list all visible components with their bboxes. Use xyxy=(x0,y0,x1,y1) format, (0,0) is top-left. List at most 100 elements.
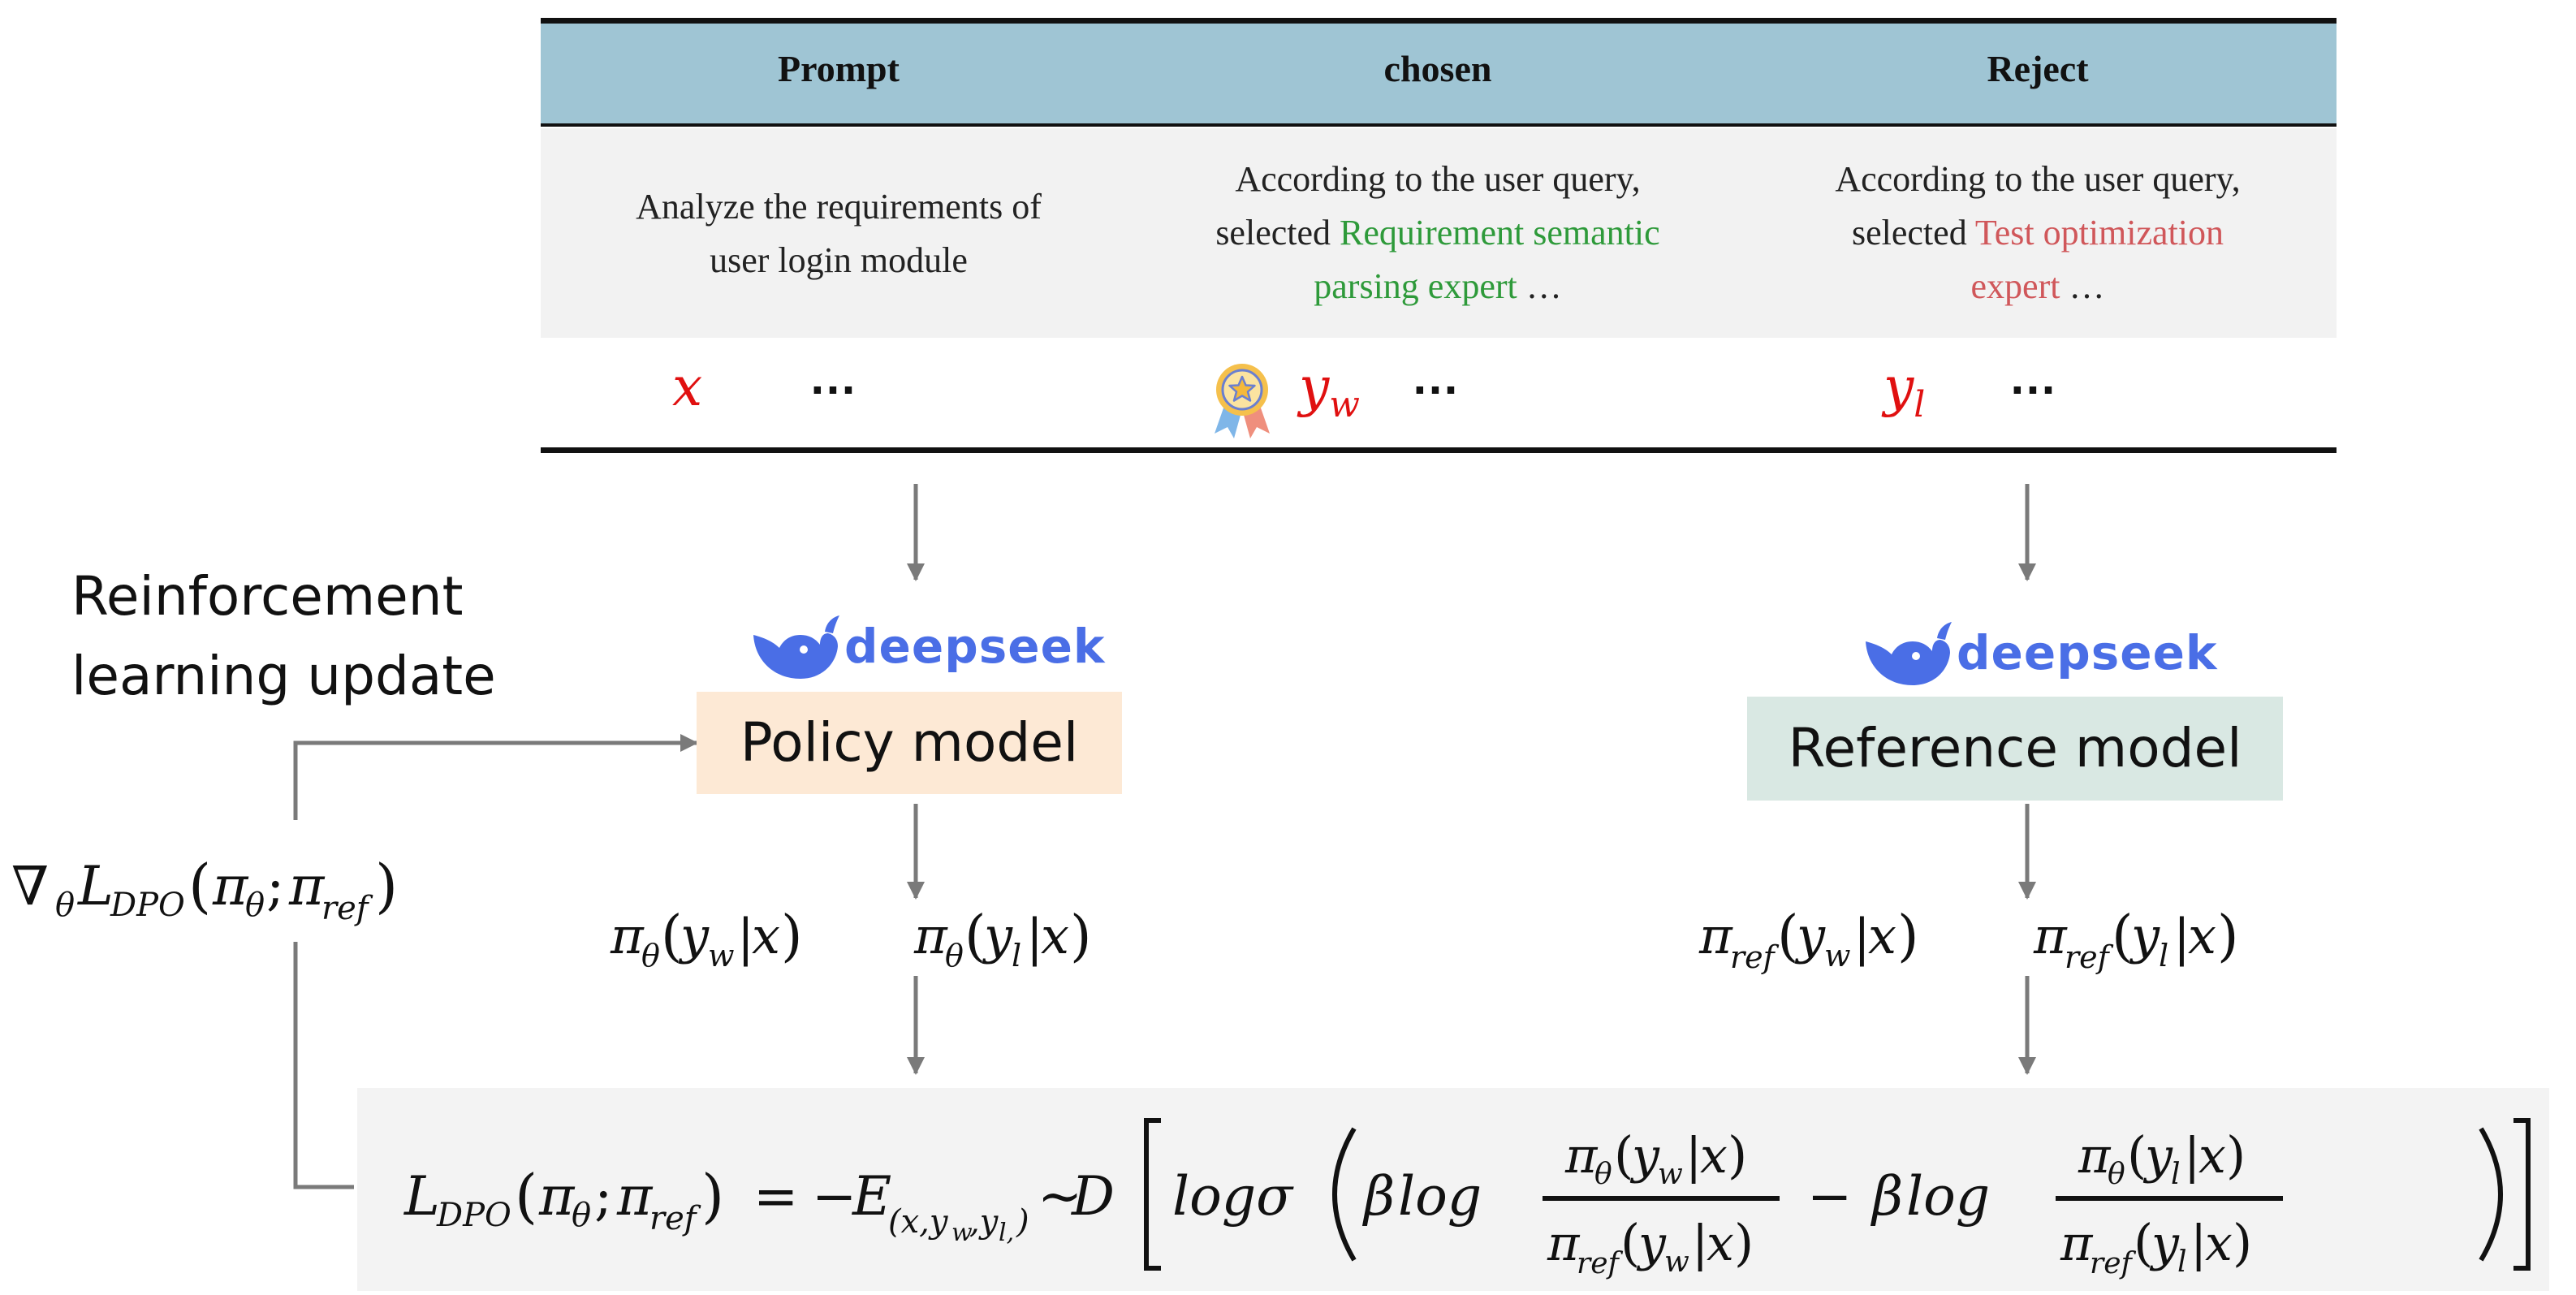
svg-text:ref: ref xyxy=(2090,1247,2137,1280)
svg-text:w: w xyxy=(1664,1245,1689,1279)
deepseek-whale-icon xyxy=(1866,622,1952,685)
svg-text:(: ( xyxy=(2134,1213,2153,1272)
svg-text:DPO: DPO xyxy=(110,887,185,924)
svg-text:x: x xyxy=(1707,1215,1734,1272)
svg-text:): ) xyxy=(1016,1203,1029,1241)
svg-text:y: y xyxy=(678,906,710,965)
reject-prefix: selected xyxy=(1852,213,1975,253)
svg-text:x: x xyxy=(1700,1128,1728,1185)
svg-text:θ: θ xyxy=(1594,1158,1612,1191)
table-top-rule xyxy=(541,18,2337,24)
svg-text:(: ( xyxy=(964,904,986,969)
reject-line-1: According to the user query, xyxy=(1835,159,2241,199)
prompt-cell: Analyze the requirements of user login m… xyxy=(554,180,1123,287)
svg-text:θ: θ xyxy=(245,887,265,924)
svg-text:y: y xyxy=(2129,906,2160,965)
svg-text:π: π xyxy=(1564,1128,1599,1185)
svg-text:x: x xyxy=(2188,906,2216,965)
svg-text:|: | xyxy=(2184,1128,2200,1185)
svg-text:=: = xyxy=(753,1165,798,1228)
svg-text:β: β xyxy=(1361,1165,1395,1228)
svg-text:ref: ref xyxy=(1730,939,1780,975)
reference-model-box: Reference model xyxy=(1747,697,2283,801)
svg-text:π: π xyxy=(1547,1215,1581,1272)
svg-text:log: log xyxy=(1906,1165,1990,1228)
svg-text:π: π xyxy=(2078,1128,2112,1185)
svg-text:): ) xyxy=(2226,1125,2246,1185)
svg-text:,y: ,y xyxy=(969,1203,999,1241)
svg-text:−: − xyxy=(1807,1165,1852,1228)
svg-text:): ) xyxy=(375,852,398,920)
svg-text:w: w xyxy=(1658,1158,1683,1191)
svg-text:): ) xyxy=(1728,1125,1747,1185)
svg-text:y: y xyxy=(2142,1128,2173,1185)
svg-text:−: − xyxy=(812,1165,857,1228)
svg-text:ref: ref xyxy=(1577,1247,1624,1280)
svg-text:ref: ref xyxy=(2065,939,2114,975)
deepseek-brand-policy: deepseek xyxy=(844,619,1106,674)
svg-text:l: l xyxy=(1012,938,1021,973)
chosen-line-2: selected Requirement semantic xyxy=(1154,206,1722,260)
svg-text:π: π xyxy=(913,906,948,965)
svg-text:π: π xyxy=(2033,906,2068,965)
svg-text:x: x xyxy=(752,906,780,965)
var-x: x xyxy=(672,356,703,418)
svg-text:): ) xyxy=(2217,904,2239,969)
svg-text:π: π xyxy=(1698,906,1733,965)
svg-text:): ) xyxy=(1897,904,1919,969)
dots-chosen: … xyxy=(1411,350,1463,404)
var-yw-sub: w xyxy=(1329,384,1360,425)
svg-text:|: | xyxy=(2190,1215,2207,1272)
deepseek-brand-reference: deepseek xyxy=(1957,625,2218,680)
svg-text:|: | xyxy=(1685,1128,1702,1185)
svg-text:y: y xyxy=(982,906,1013,965)
svg-text:(: ( xyxy=(1614,1125,1633,1185)
svg-text:~: ~ xyxy=(1038,1165,1082,1228)
header-chosen: chosen xyxy=(1383,48,1492,89)
svg-text:y: y xyxy=(1629,1128,1660,1185)
svg-text:y: y xyxy=(1636,1215,1667,1272)
svg-text:l: l xyxy=(2177,1245,2187,1279)
svg-text:logσ: logσ xyxy=(1172,1165,1294,1228)
reject-cell: According to the user query, selected Te… xyxy=(1754,153,2322,313)
svg-text:D: D xyxy=(1071,1165,1115,1228)
svg-text:L: L xyxy=(77,855,114,917)
svg-text:θ: θ xyxy=(55,887,75,924)
svg-text:;: ; xyxy=(594,1165,612,1228)
chosen-line-3: parsing expert … xyxy=(1154,260,1722,313)
svg-text:): ) xyxy=(781,904,803,969)
svg-text:DPO: DPO xyxy=(436,1197,511,1234)
var-yw-base: y xyxy=(1299,356,1330,418)
svg-text:): ) xyxy=(1070,904,1092,969)
svg-text:π: π xyxy=(288,855,326,917)
svg-text:π: π xyxy=(538,1165,576,1228)
svg-text:|: | xyxy=(1026,908,1043,967)
svg-text:β: β xyxy=(1870,1165,1903,1228)
reference-probabilities: π ref ( y w | x ) π ref ( y l | x ) xyxy=(1698,904,2239,975)
chosen-cell: According to the user query, selected Re… xyxy=(1154,153,1722,313)
reject-highlight-1: Test optimization xyxy=(1974,213,2224,253)
svg-text:(: ( xyxy=(1620,1213,1640,1272)
rl-update-label: Reinforcement learning update xyxy=(71,557,496,716)
gradient-expression: ∇ θ L DPO ( π θ ; π ref ) xyxy=(11,852,398,927)
table-header-rule xyxy=(541,123,2337,127)
dots-prompt: … xyxy=(809,350,861,404)
svg-text:ref: ref xyxy=(649,1200,701,1237)
prompt-line-1: Analyze the requirements of xyxy=(636,187,1042,227)
svg-text:): ) xyxy=(2233,1213,2252,1272)
policy-probabilities: π θ ( y w | x ) π θ ( y l | x ) xyxy=(610,904,1092,973)
svg-text:E: E xyxy=(852,1165,891,1228)
var-yl-base: y xyxy=(1883,356,1914,418)
svg-text:ref: ref xyxy=(321,890,373,927)
svg-text:π: π xyxy=(610,906,645,965)
policy-model-box: Policy model xyxy=(697,692,1122,794)
svg-text:): ) xyxy=(1734,1213,1754,1272)
chosen-highlight-2: parsing expert xyxy=(1314,266,1517,306)
reject-line-2: selected Test optimization xyxy=(1754,206,2322,260)
svg-text:π: π xyxy=(2060,1215,2094,1272)
svg-text:log: log xyxy=(1398,1165,1482,1228)
svg-text:w: w xyxy=(1824,938,1851,973)
svg-text:|: | xyxy=(2173,908,2190,967)
svg-text:w: w xyxy=(708,938,735,973)
table-header-band xyxy=(541,23,2337,125)
